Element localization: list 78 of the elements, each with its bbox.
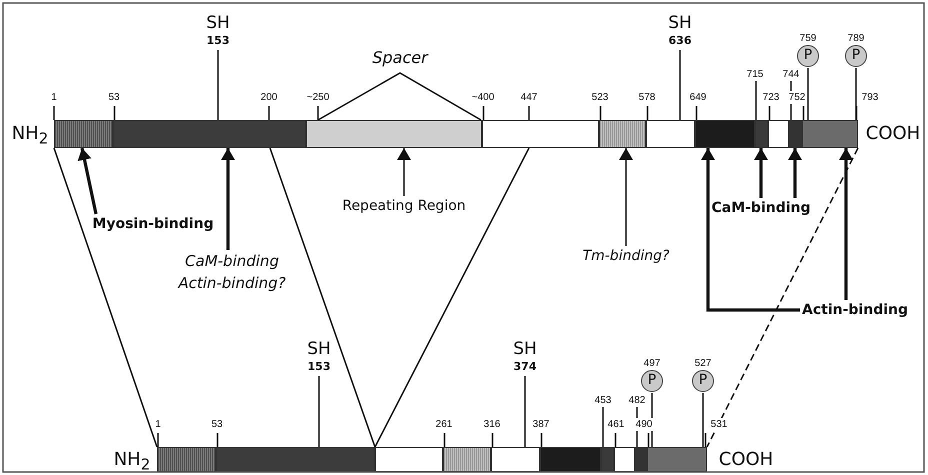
- residue-number: 374: [514, 360, 536, 374]
- terminus-label: COOH: [718, 448, 774, 472]
- connector-line: [702, 393, 704, 447]
- domain-segment: [789, 120, 802, 148]
- arrow: [78, 148, 98, 214]
- region-label: Spacer: [371, 46, 430, 68]
- connector-line: [855, 68, 857, 120]
- position-number: 715: [745, 68, 765, 81]
- region-label: Myosin-binding: [92, 214, 214, 234]
- connector-line: [679, 50, 681, 120]
- connector-line: [755, 81, 757, 120]
- arrow: [619, 148, 633, 246]
- phosphorylation-marker: P: [641, 370, 663, 392]
- region-label: CaM-binding Actin-binding?: [170, 250, 294, 294]
- terminus-label: NH$_{2}$: [112, 448, 152, 475]
- connector-line: [269, 148, 376, 448]
- domain-segment: [306, 120, 482, 148]
- connector-line: [807, 68, 809, 120]
- arrow: [221, 148, 235, 250]
- residue-number: 789: [848, 32, 864, 45]
- domain-segment: [113, 120, 306, 148]
- position-number: 482: [627, 394, 647, 407]
- domain-segment: [601, 447, 614, 472]
- domain-segment: [635, 447, 647, 472]
- domain-segment: [646, 120, 695, 148]
- domain-segment: [491, 447, 540, 472]
- arrow: [701, 148, 800, 312]
- residue-number: 636: [668, 34, 692, 48]
- domain-segment: [482, 120, 599, 148]
- residue-number: 759: [800, 32, 816, 45]
- region-label: CaM-binding: [710, 198, 812, 218]
- region-label: Repeating Region: [328, 196, 480, 216]
- domain-segment: [755, 120, 768, 148]
- arrow: [839, 148, 853, 300]
- position-number: 531: [710, 418, 728, 431]
- connector-line: [636, 407, 638, 447]
- connector-line: [217, 50, 219, 120]
- site-label: SH: [307, 338, 331, 360]
- residue-number: 153: [308, 360, 330, 374]
- site-label: SH: [513, 338, 537, 360]
- position-number: 744: [781, 68, 801, 81]
- position-number: 490: [634, 418, 654, 431]
- phosphorylation-marker: P: [692, 370, 714, 392]
- arrow: [397, 148, 411, 196]
- connector-line: [602, 407, 604, 447]
- residue-number: 153: [206, 34, 230, 48]
- domain-segment: [157, 447, 216, 472]
- domain-segment: [614, 447, 635, 472]
- connector-line: [651, 393, 653, 447]
- connector-line: [318, 376, 320, 447]
- arrow: [754, 148, 768, 198]
- connector-line: [524, 376, 526, 447]
- site-label: SH: [668, 12, 692, 34]
- domain-segment: [54, 120, 113, 148]
- domain-segment: [802, 120, 858, 148]
- phosphorylation-marker: P: [797, 45, 819, 67]
- position-number: 752: [788, 91, 806, 104]
- domain-segment: [540, 447, 601, 472]
- domain-segment: [375, 447, 443, 472]
- residue-number: 527: [694, 357, 712, 370]
- connector-line: [53, 148, 158, 448]
- domain-segment: [768, 120, 789, 148]
- terminus-label: NH$_{2}$: [10, 122, 50, 150]
- connector-line: [706, 148, 859, 448]
- phosphorylation-marker: P: [845, 45, 867, 67]
- connector-line: [374, 148, 530, 448]
- site-label: SH: [206, 12, 230, 34]
- domain-segment: [647, 447, 707, 472]
- arrow: [788, 148, 802, 198]
- domain-segment: [216, 447, 375, 472]
- domain-segment: [695, 120, 755, 148]
- terminus-label: COOH: [864, 122, 922, 146]
- domain-segment: [443, 447, 491, 472]
- region-label: Tm-binding?: [566, 246, 686, 266]
- region-label: Actin-binding: [800, 300, 910, 320]
- residue-number: 497: [644, 357, 660, 370]
- position-number: 453: [593, 394, 613, 407]
- domain-segment: [599, 120, 646, 148]
